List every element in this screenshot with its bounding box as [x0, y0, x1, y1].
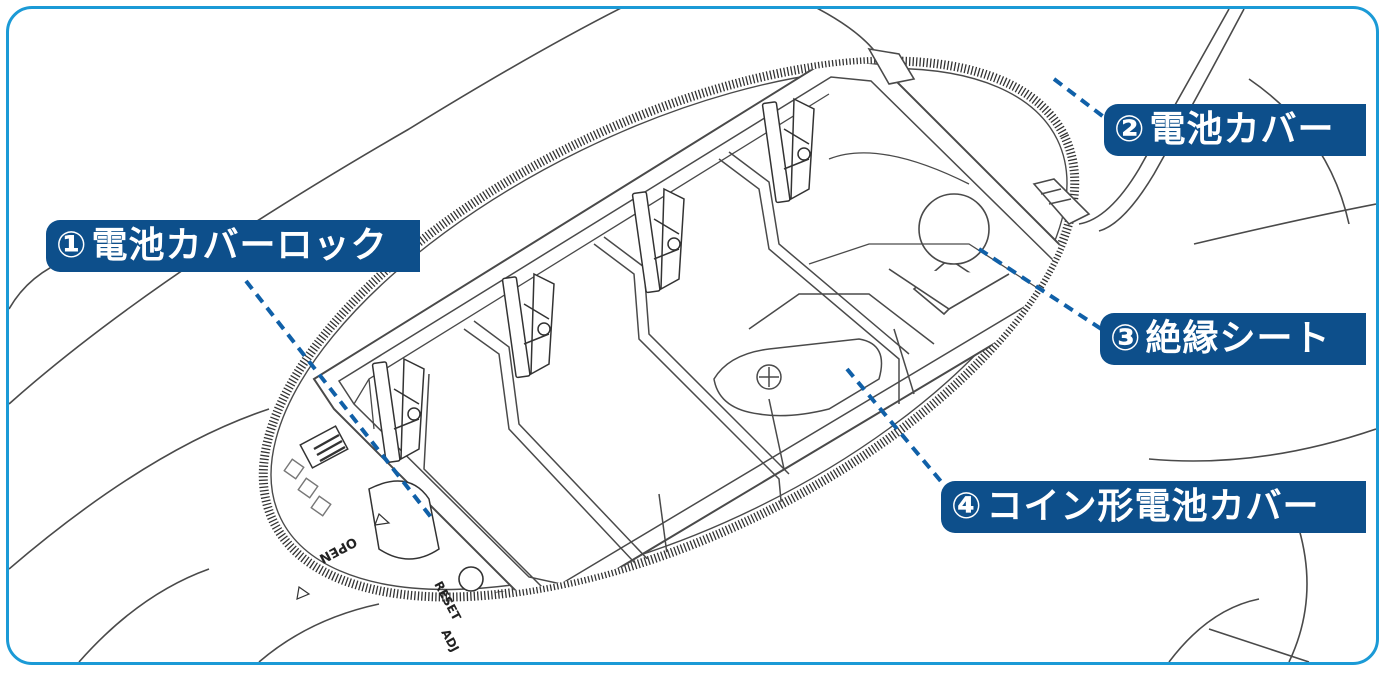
leader-cover: [1052, 77, 1111, 123]
device-body-outline: [9, 9, 1376, 662]
leader-sheet: [977, 247, 1111, 336]
label-number: ①: [56, 225, 88, 266]
lock-arrow-icon: [296, 585, 311, 600]
label-number: ④: [951, 486, 983, 527]
leader-coin: [845, 367, 956, 499]
label-number: ③: [1110, 318, 1142, 359]
coin-battery-cover: [713, 293, 935, 417]
battery-contacts: [371, 97, 815, 464]
cover-latch: [867, 47, 1091, 225]
adj-text: ADJ: [438, 627, 461, 655]
open-arrow-icon: [374, 512, 391, 526]
label-text: コイン形電池カバー: [986, 486, 1320, 527]
insulation-sheet: [888, 193, 1010, 316]
leader-lines: [244, 77, 1111, 523]
battery-cover-lock: [299, 425, 440, 560]
battery-compartment-drawing: OPEN RESET ADJ: [9, 9, 1376, 662]
label-text: 絶縁シート: [1145, 318, 1331, 359]
label-text: 電池カバー: [1149, 109, 1335, 150]
compartment-rim: [258, 56, 1080, 602]
label-number: ②: [1114, 109, 1146, 150]
label-text: 電池カバーロック: [91, 225, 388, 266]
slot-dividers: [423, 151, 915, 610]
lock-indicator-marks: [283, 458, 332, 517]
